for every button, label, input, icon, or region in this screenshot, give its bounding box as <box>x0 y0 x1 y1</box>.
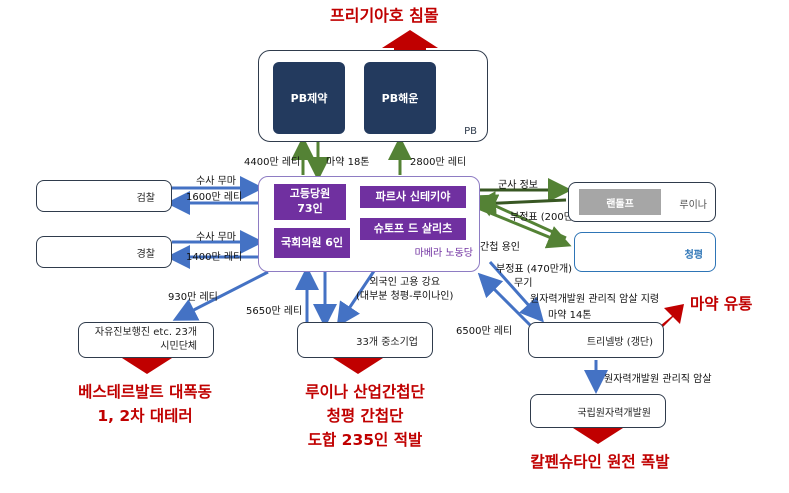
shuto-node: 슈토프 드 살리츠 <box>360 218 466 240</box>
label-investigate-1: 수사 무마 <box>196 176 236 187</box>
lawmakers-node: 국회의원 6인 <box>274 228 350 258</box>
label-spy-tolerance: 간첩 용인 <box>480 242 520 253</box>
label-amt-5650: 5650만 레티 <box>246 306 303 317</box>
label-forged-200: 부정표 (200만개) <box>510 212 587 223</box>
outcome-nuclear-explosion: 칼펜슈타인 원전 폭발 <box>530 453 670 471</box>
institute-node: 국립원자력개발원 <box>530 394 666 428</box>
prosecution-node: 검찰 <box>36 180 172 212</box>
label-military-info: 군사 정보 <box>498 180 538 191</box>
cheongpyeong-node: 청평 <box>574 232 716 272</box>
pb-pharma-node: PB제약 <box>273 62 345 134</box>
police-node: 경찰 <box>36 236 172 268</box>
label-amt-1400: 1400만 레티 <box>186 252 243 263</box>
party-name: 마베라 노동당 <box>414 248 473 259</box>
companies-label: 33개 중소기업 <box>356 336 418 348</box>
label-investigate-2: 수사 무마 <box>196 232 236 243</box>
label-drug-18: 마약 18톤 <box>326 157 370 168</box>
outcome-besterwald: 베스테르발트 대폭동 1, 2차 대테러 <box>78 383 212 426</box>
trinelbang-label: 트리넬방 (갱단) <box>586 336 653 348</box>
arrow-party-to-gang <box>488 261 544 323</box>
prosecution-label: 검찰 <box>136 192 155 204</box>
arrow-shuto-to-companies <box>336 261 382 327</box>
label-forged-470: 부정표 (470만개) <box>496 264 573 275</box>
institute-label: 국립원자력개발원 <box>577 407 651 419</box>
pb-shipping-node: PB해운 <box>364 62 436 134</box>
outcome-drug-distribution: 마약 유통 <box>690 295 753 313</box>
label-pb-2800: 2800만 레티 <box>410 157 467 168</box>
arrow-party-to-civic <box>172 270 269 321</box>
arrow-cheongpyeong-to-party <box>472 194 567 240</box>
senior-members-node: 고등당원 73인 <box>274 184 346 220</box>
civic-groups-label: 자유진보행진 etc. 23개 시민단체 <box>94 327 198 352</box>
label-pb-4400: 4400만 레티 <box>244 157 301 168</box>
lanfolp-label: 랜돌프 <box>606 198 634 210</box>
label-assassin: 원자력개발원 관리직 암살 <box>604 374 712 385</box>
label-weapons: 무기 <box>514 278 533 289</box>
label-assassin-order: 원자력개발원 관리직 암살 지령 <box>530 294 660 305</box>
label-amt-6500: 6500만 레티 <box>456 326 513 337</box>
pb-label: PB <box>464 126 477 137</box>
outcome-frigia-sinking: 프리기아호 침몰 <box>330 6 439 25</box>
luina-group: 랜돌프 루이나 <box>568 182 716 222</box>
lanfolp-node: 랜돌프 <box>579 189 661 215</box>
civic-groups-node: 자유진보행진 etc. 23개 시민단체 <box>78 322 214 358</box>
label-amt-1600: 1600만 레티 <box>186 192 243 203</box>
label-drug-14: 마약 14톤 <box>548 310 592 321</box>
label-foreign-labor: 외국인 고용 강요 (대부분 청평-루이나인) <box>356 277 454 302</box>
pharsa-node: 파르사 신테키야 <box>360 186 466 208</box>
trinelbang-node: 트리넬방 (갱단) <box>528 322 664 358</box>
label-amt-930: 930만 레티 <box>168 292 218 303</box>
companies-node: 33개 중소기업 <box>297 322 433 358</box>
outcome-spy-bust: 루이나 산업간첩단 청평 간첩단 도합 235인 적발 <box>305 383 425 450</box>
police-label: 경찰 <box>136 248 155 260</box>
cheongpyeong-label: 청평 <box>684 250 703 261</box>
luina-label: 루이나 <box>679 200 707 211</box>
